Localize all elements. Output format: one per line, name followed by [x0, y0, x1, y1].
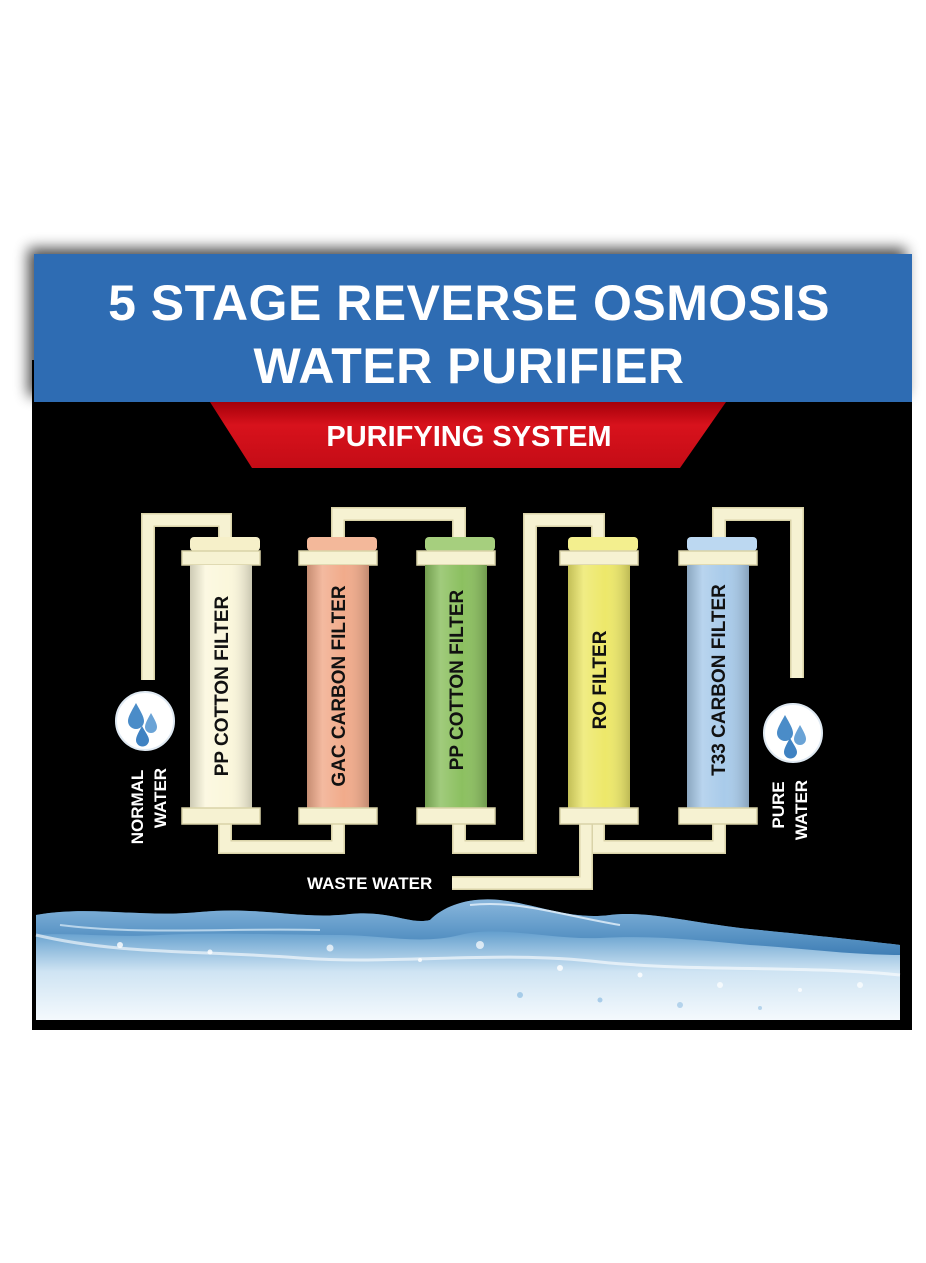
filter-2-top-cap — [307, 537, 377, 551]
filter-4: RO FILTER — [559, 537, 639, 825]
title-line-1: 5 STAGE REVERSE OSMOSIS — [108, 275, 830, 331]
waste-water-label: WASTE WATER — [307, 874, 432, 893]
filter-2-top-ring — [298, 550, 378, 566]
filter-1-top-cap — [190, 537, 260, 551]
normal-water-label-line1: NORMAL — [128, 770, 147, 845]
filter-2-label: GAC CARBON FILTER — [329, 585, 350, 787]
title-banner — [34, 254, 912, 402]
filter-5-top-cap — [687, 537, 757, 551]
filter-3-top-ring — [416, 550, 496, 566]
filter-5-label: T33 CARBON FILTER — [709, 584, 730, 776]
title-line-2: WATER PURIFIER — [253, 338, 684, 394]
filter-1-bottom-ring — [181, 807, 261, 825]
filter-3-bottom-ring — [416, 807, 496, 825]
pure-water-label-line1: PURE — [769, 781, 788, 828]
filter-1-top-ring — [181, 550, 261, 566]
filter-4-label: RO FILTER — [590, 630, 611, 729]
pure-water-label-line2: WATER — [792, 780, 811, 840]
filter-3: PP COTTON FILTER — [416, 537, 496, 825]
filter-4-top-ring — [559, 550, 639, 566]
filter-5: T33 CARBON FILTER — [678, 537, 758, 825]
filter-3-label: PP COTTON FILTER — [447, 589, 468, 770]
filter-5-top-ring — [678, 550, 758, 566]
filter-5-bottom-ring — [678, 807, 758, 825]
filter-2-bottom-ring — [298, 807, 378, 825]
subtitle: PURIFYING SYSTEM — [326, 421, 611, 453]
filter-1: PP COTTON FILTER — [181, 537, 261, 825]
pipe-network — [141, 507, 804, 890]
subtitle-ribbon — [210, 402, 726, 468]
water-drops-icon — [763, 703, 823, 763]
filter-4-bottom-ring — [559, 807, 639, 825]
water-splash — [35, 899, 901, 1020]
filter-3-top-cap — [425, 537, 495, 551]
water-drops-icon — [115, 691, 175, 751]
filter-4-top-cap — [568, 537, 638, 551]
normal-water-label-line2: WATER — [151, 768, 170, 828]
filter-1-label: PP COTTON FILTER — [212, 595, 233, 776]
filter-2: GAC CARBON FILTER — [298, 537, 378, 825]
